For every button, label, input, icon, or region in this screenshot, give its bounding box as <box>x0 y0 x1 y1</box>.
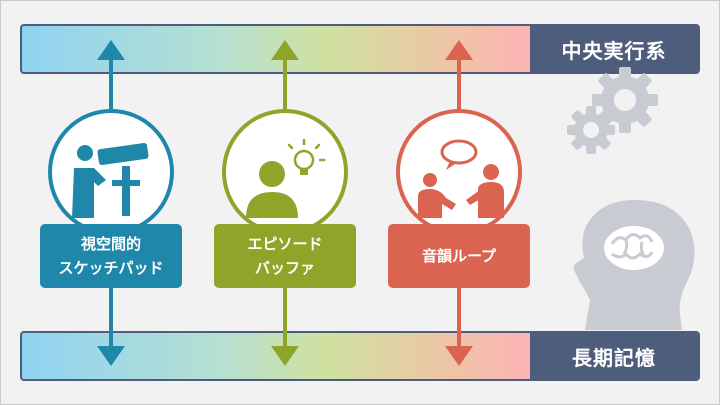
visuospatial-sketchpad-box: 視空間的 スケッチパッド <box>40 224 182 288</box>
box-label-line2: バッファ <box>254 259 315 277</box>
long-term-memory-bar: 長期記憶 <box>20 331 700 381</box>
gears-icon <box>567 67 658 154</box>
box-label-line1: 音韻ループ <box>421 247 497 265</box>
box-label-line1: エピソード <box>247 235 323 253</box>
person-lightbulb-icon <box>222 109 348 235</box>
telescope-observer-icon <box>48 109 174 235</box>
box-label-line2: スケッチパッド <box>58 259 164 277</box>
brain-head-icon <box>573 200 695 330</box>
people-conversation-icon <box>396 109 522 235</box>
central-executive-label: 中央実行系 <box>530 26 698 72</box>
episodic-buffer-box: エピソード バッファ <box>214 224 356 288</box>
long-term-memory-label: 長期記憶 <box>530 333 698 379</box>
box-label-line1: 視空間的 <box>80 235 141 253</box>
phonological-loop-box: 音韻ループ <box>388 224 530 288</box>
central-executive-bar: 中央実行系 <box>20 24 700 74</box>
